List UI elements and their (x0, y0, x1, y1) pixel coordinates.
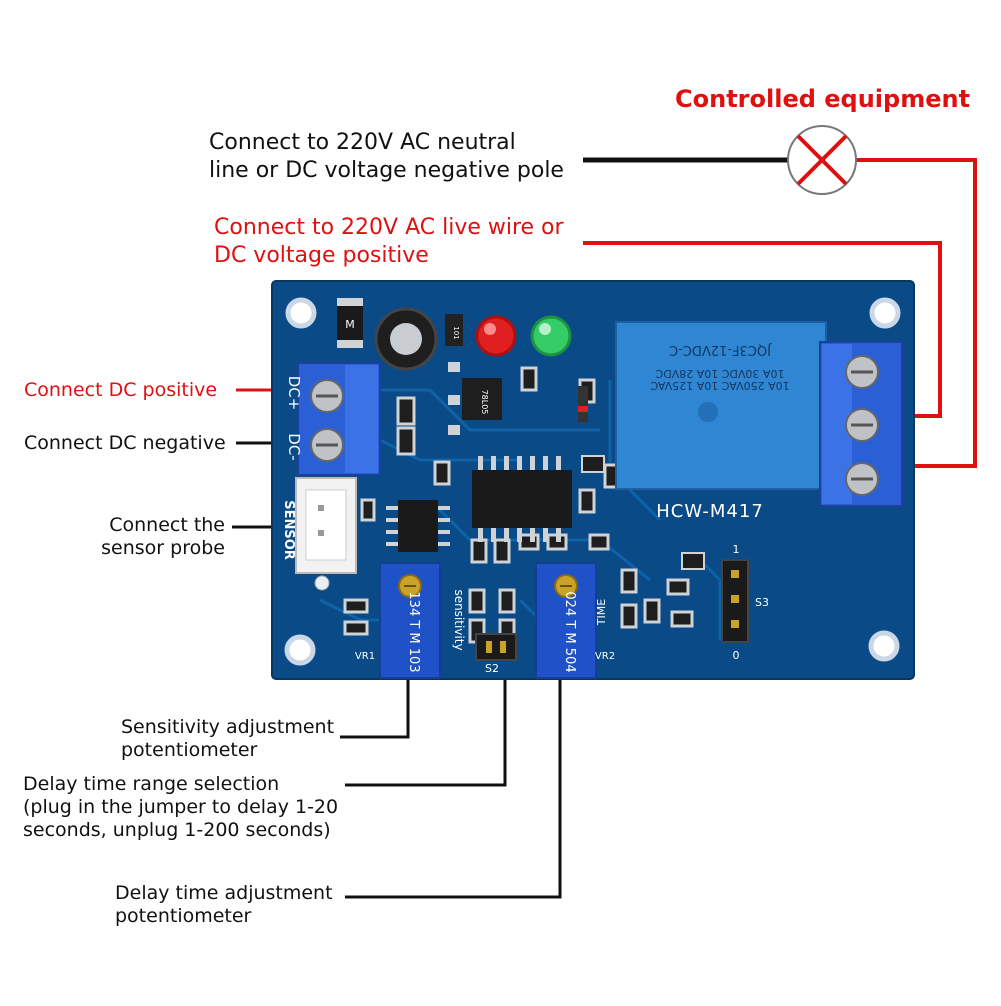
range-label: Delay time range selection (plug in the … (23, 773, 338, 842)
smd-components (343, 366, 694, 644)
capacitor-icon (374, 307, 438, 371)
delay-leader (345, 660, 562, 899)
resistor-mark: 101 (452, 326, 460, 339)
comparator-ic-icon (386, 500, 450, 552)
sensitivity-leader (340, 660, 410, 739)
delay-label-line1: Delay time adjustment (115, 882, 333, 904)
relay-marking-3: 10A 30VDC 10A 28VDC (655, 367, 784, 380)
neutral-label-line1: Connect to 220V AC neutral (209, 130, 516, 155)
mounting-hole-icon (869, 297, 901, 329)
silk-s3: S3 (755, 596, 769, 609)
dc-positive-label: Connect DC positive (24, 379, 218, 401)
pot2-code: 024 T M 504 (562, 591, 577, 672)
live-label: Connect to 220V AC live wire or DC volta… (214, 214, 564, 270)
live-label-line1: Connect to 220V AC live wire or (214, 215, 564, 240)
zener-diode-icon (578, 386, 588, 422)
silk-s2: S2 (485, 662, 499, 675)
sensitivity-label-line1: Sensitivity adjustment (121, 716, 335, 738)
range-label-line2: (plug in the jumper to delay 1-20 (23, 796, 339, 818)
dc-terminal-block (297, 362, 381, 476)
resistor-icon (445, 314, 463, 346)
sensitivity-label: Sensitivity adjustment potentiometer (121, 716, 334, 762)
sensitivity-label-line2: potentiometer (121, 739, 258, 761)
mounting-hole-icon (868, 630, 900, 662)
red-led-icon (475, 315, 517, 357)
sensor-label-line1: Connect the (109, 514, 225, 536)
pcb-board: DC+ DC- SENSOR sensitivity TIME VR1 VR2 … (271, 280, 915, 680)
relay-marking-2: 10A 250VAC 10A 125VAC (650, 379, 790, 392)
sensor-label-line2: sensor probe (101, 537, 225, 559)
sensor-label: Connect the sensor probe (60, 514, 225, 560)
sensor-connector (295, 477, 357, 574)
silk-dc-minus: DC- (285, 433, 303, 460)
regulator-mark: 78L05 (480, 390, 489, 415)
controlled-equipment-label: Controlled equipment (675, 85, 971, 113)
green-led-icon (530, 315, 572, 357)
silk-1: 1 (733, 543, 740, 556)
regulator-icon (448, 362, 502, 435)
neutral-label-line2: line or DC voltage negative pole (209, 158, 564, 183)
transistor-icon (581, 455, 705, 570)
silk-sensor: SENSOR (281, 500, 296, 560)
diode-icon (337, 298, 363, 348)
s3-header (721, 559, 749, 643)
delay-potentiometer (535, 562, 597, 679)
sensitivity-potentiometer (379, 562, 441, 679)
pot1-code: 134 T M 103 (406, 591, 421, 672)
silk-sensitivity: sensitivity (452, 589, 466, 650)
live-label-line2: DC voltage positive (214, 243, 429, 268)
mounting-hole-icon (284, 634, 316, 666)
silk-vr2: VR2 (595, 651, 615, 662)
lamp-icon (787, 125, 857, 195)
main-ic-icon (472, 456, 572, 542)
delay-label-line2: potentiometer (115, 905, 252, 927)
range-label-line3: seconds, unplug 1-200 seconds) (23, 819, 331, 841)
via-icon (314, 575, 330, 591)
dc-negative-label: Connect DC negative (24, 432, 226, 454)
mounting-hole-icon (285, 297, 317, 329)
relay-marking-1: JQC3F-12VDC-C (669, 342, 772, 357)
s2-jumper (475, 633, 517, 661)
silk-0: 0 (733, 649, 740, 662)
silk-time: TIME (595, 599, 608, 626)
range-leader (345, 660, 507, 787)
board-model: HCW-M417 (656, 501, 764, 522)
delay-label: Delay time adjustment potentiometer (115, 882, 333, 928)
relay-terminal-block (819, 341, 903, 507)
range-label-line1: Delay time range selection (23, 773, 280, 795)
neutral-label: Connect to 220V AC neutral line or DC vo… (209, 129, 564, 185)
silk-vr1: VR1 (355, 651, 375, 662)
silk-dc-plus: DC+ (285, 376, 303, 411)
diode-mark: M (345, 318, 355, 331)
live-wire (583, 241, 942, 418)
lamp-to-relay-wire (855, 158, 977, 468)
